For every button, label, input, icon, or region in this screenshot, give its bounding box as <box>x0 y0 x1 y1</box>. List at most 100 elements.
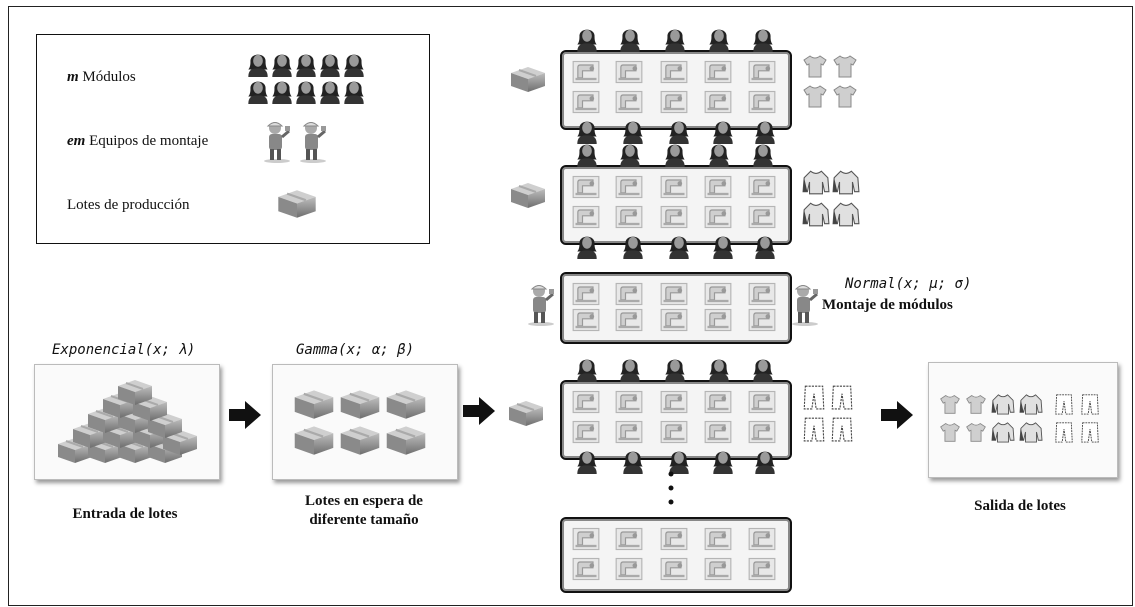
woman-operator-icon <box>577 359 597 382</box>
sewing-machine-icon <box>704 557 732 581</box>
woman-operator-icon <box>755 236 775 259</box>
pants-output-icons <box>803 385 853 442</box>
woman-operator-icon <box>577 144 597 167</box>
assembly-worker-icon <box>526 283 556 326</box>
sewing-machine-icon <box>660 175 688 199</box>
sewing-machine-icon <box>572 282 600 306</box>
ellipsis-dots-icon <box>668 471 674 505</box>
sewing-machine-icon <box>660 420 688 444</box>
woman-operator-icon <box>665 359 685 382</box>
sewing-machine-icon <box>615 527 643 551</box>
sewing-machine-icon <box>748 90 776 114</box>
sewing-machine-icon <box>572 175 600 199</box>
sewing-machine-icon <box>748 527 776 551</box>
woman-operator-icon <box>620 359 640 382</box>
exit-garments-icon <box>940 394 1099 443</box>
sewing-machine-icon <box>660 390 688 414</box>
sewing-machine-icon <box>572 557 600 581</box>
woman-operator-icon <box>577 29 597 52</box>
woman-operator-icon <box>753 29 773 52</box>
sewing-machine-icon <box>615 175 643 199</box>
sewing-machine-icon <box>748 420 776 444</box>
woman-operator-icon <box>709 144 729 167</box>
sewing-machine-icon <box>572 420 600 444</box>
sewing-machine-icon <box>748 308 776 332</box>
exit-panel <box>928 362 1118 478</box>
woman-operator-icon <box>623 451 643 474</box>
woman-operator-icon <box>623 236 643 259</box>
assembly-worker-icon <box>790 283 820 326</box>
woman-operator-icon <box>713 121 733 144</box>
woman-operator-icon <box>577 451 597 474</box>
sewing-machine-icon <box>704 205 732 229</box>
longsleeve-output-icons <box>802 170 860 227</box>
tshirt-output-icons <box>803 55 857 108</box>
sewing-machine-icon <box>572 90 600 114</box>
woman-operator-icon <box>665 144 685 167</box>
waiting-label: Lotes en espera de diferente tamaño <box>305 493 423 528</box>
assembly-label: Montaje de módulos <box>822 297 953 313</box>
assembly-distribution: Normal(x; μ; σ) <box>845 276 972 292</box>
waiting-distribution: Gamma(x; α; β) <box>296 342 415 358</box>
woman-operator-icon <box>709 29 729 52</box>
legend-modules: m Módulos <box>67 69 136 85</box>
sewing-machine-icon <box>615 282 643 306</box>
woman-operator-icon <box>669 121 689 144</box>
sewing-machine-icon <box>615 60 643 84</box>
entry-label: Entrada de lotes <box>72 506 178 522</box>
exit-label: Salida de lotes <box>974 498 1066 514</box>
sewing-machine-icon <box>572 527 600 551</box>
woman-operator-icon <box>753 144 773 167</box>
sewing-machine-icon <box>572 390 600 414</box>
sewing-machine-icon <box>615 420 643 444</box>
sewing-machine-icon <box>572 308 600 332</box>
sewing-machine-icon <box>660 282 688 306</box>
diagram-frame <box>8 6 1133 606</box>
sewing-machine-icon <box>748 205 776 229</box>
sewing-machine-icon <box>704 527 732 551</box>
entry-panel <box>34 364 220 480</box>
sewing-machine-icon <box>704 90 732 114</box>
woman-operator-icon <box>669 236 689 259</box>
sewing-machine-icon <box>572 205 600 229</box>
sewing-machine-icon <box>660 557 688 581</box>
woman-operator-icon <box>577 236 597 259</box>
sewing-machine-icon <box>704 175 732 199</box>
sewing-machine-icon <box>615 90 643 114</box>
sewing-machine-icon <box>704 60 732 84</box>
sewing-machine-icon <box>572 60 600 84</box>
sewing-machine-icon <box>660 205 688 229</box>
sewing-machine-icon <box>748 390 776 414</box>
woman-operator-icon <box>623 121 643 144</box>
sewing-machine-icon <box>748 175 776 199</box>
sewing-machine-icon <box>615 205 643 229</box>
woman-operator-icon <box>709 359 729 382</box>
woman-operator-icon <box>665 29 685 52</box>
sewing-machine-icon <box>704 282 732 306</box>
legend-teams: em Equipos de montaje <box>67 133 209 149</box>
sewing-machine-icon <box>748 557 776 581</box>
sewing-machine-icon <box>660 527 688 551</box>
sewing-machine-icon <box>660 308 688 332</box>
sewing-machine-icon <box>748 60 776 84</box>
sewing-machine-icon <box>615 308 643 332</box>
legend-lots: Lotes de producción <box>67 197 190 213</box>
sewing-machine-icon <box>704 420 732 444</box>
woman-operator-icon <box>620 29 640 52</box>
sewing-machine-icon <box>660 60 688 84</box>
woman-operator-icon <box>755 451 775 474</box>
sewing-machine-icon <box>660 90 688 114</box>
woman-operator-icon <box>577 121 597 144</box>
sewing-machine-icon <box>704 390 732 414</box>
woman-operator-icon <box>713 451 733 474</box>
sewing-machine-icon <box>615 390 643 414</box>
woman-operator-icon <box>620 144 640 167</box>
legend-box: m Módulos em Equipos de montaje Lotes de… <box>36 34 430 244</box>
woman-operator-icon <box>713 236 733 259</box>
waiting-panel <box>272 364 458 480</box>
sewing-machine-icon <box>748 282 776 306</box>
sewing-machine-icon <box>615 557 643 581</box>
arrival-distribution: Exponencial(x; λ) <box>52 342 196 358</box>
woman-operator-icon <box>753 359 773 382</box>
